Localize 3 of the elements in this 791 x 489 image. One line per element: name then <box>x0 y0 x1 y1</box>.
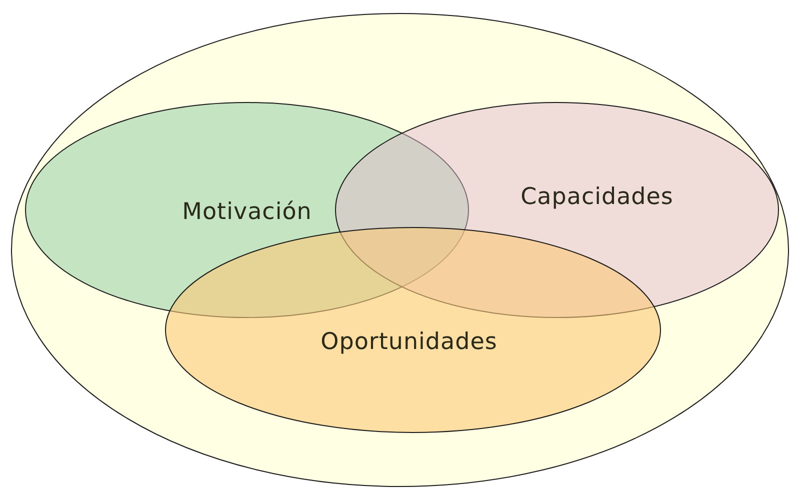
set-label: Oportunidades <box>320 329 498 355</box>
set-label: Motivación <box>182 199 312 225</box>
set-label: Capacidades <box>520 184 674 210</box>
